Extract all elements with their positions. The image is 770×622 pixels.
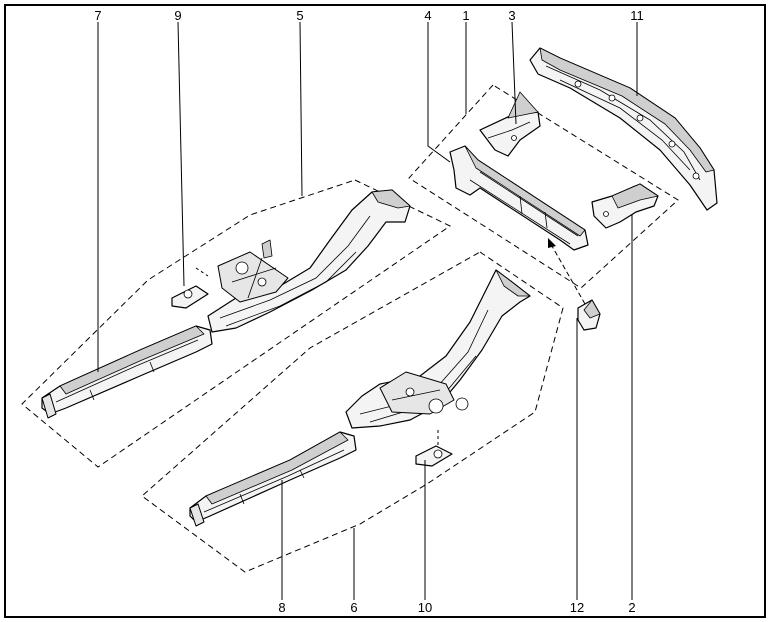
group-outline-5	[21, 179, 451, 468]
leader-5	[299, 21, 303, 197]
assembly-arrow	[548, 238, 586, 305]
part-7-side-member	[41, 325, 213, 419]
callout-6: 6	[350, 600, 357, 615]
callout-9: 9	[174, 8, 181, 23]
callout-7: 7	[94, 8, 101, 23]
part-4-crossmember	[449, 145, 589, 251]
leader-3	[511, 21, 517, 125]
callout-8: 8	[278, 600, 285, 615]
leader-9	[177, 21, 185, 287]
callout-10: 10	[418, 600, 432, 615]
callout-11: 11	[630, 8, 644, 23]
callout-4: 4	[424, 8, 431, 23]
part-6-side-member	[345, 269, 531, 429]
part-9-plate	[171, 267, 209, 309]
part-2-bracket	[591, 183, 659, 229]
group-outline-6	[141, 251, 564, 573]
callout-3: 3	[508, 8, 515, 23]
callout-1: 1	[462, 8, 469, 23]
group-outline-1	[408, 84, 679, 289]
callout-2: 2	[628, 600, 635, 615]
part-8-side-member	[189, 431, 357, 527]
callout-12: 12	[570, 600, 584, 615]
part-11-rear-crossmember	[529, 47, 718, 211]
leader-4	[427, 22, 451, 163]
diagram-frame	[4, 4, 766, 618]
callout-5: 5	[296, 8, 303, 23]
part-12-small-bracket	[577, 299, 601, 331]
part-5-side-member	[207, 189, 411, 333]
